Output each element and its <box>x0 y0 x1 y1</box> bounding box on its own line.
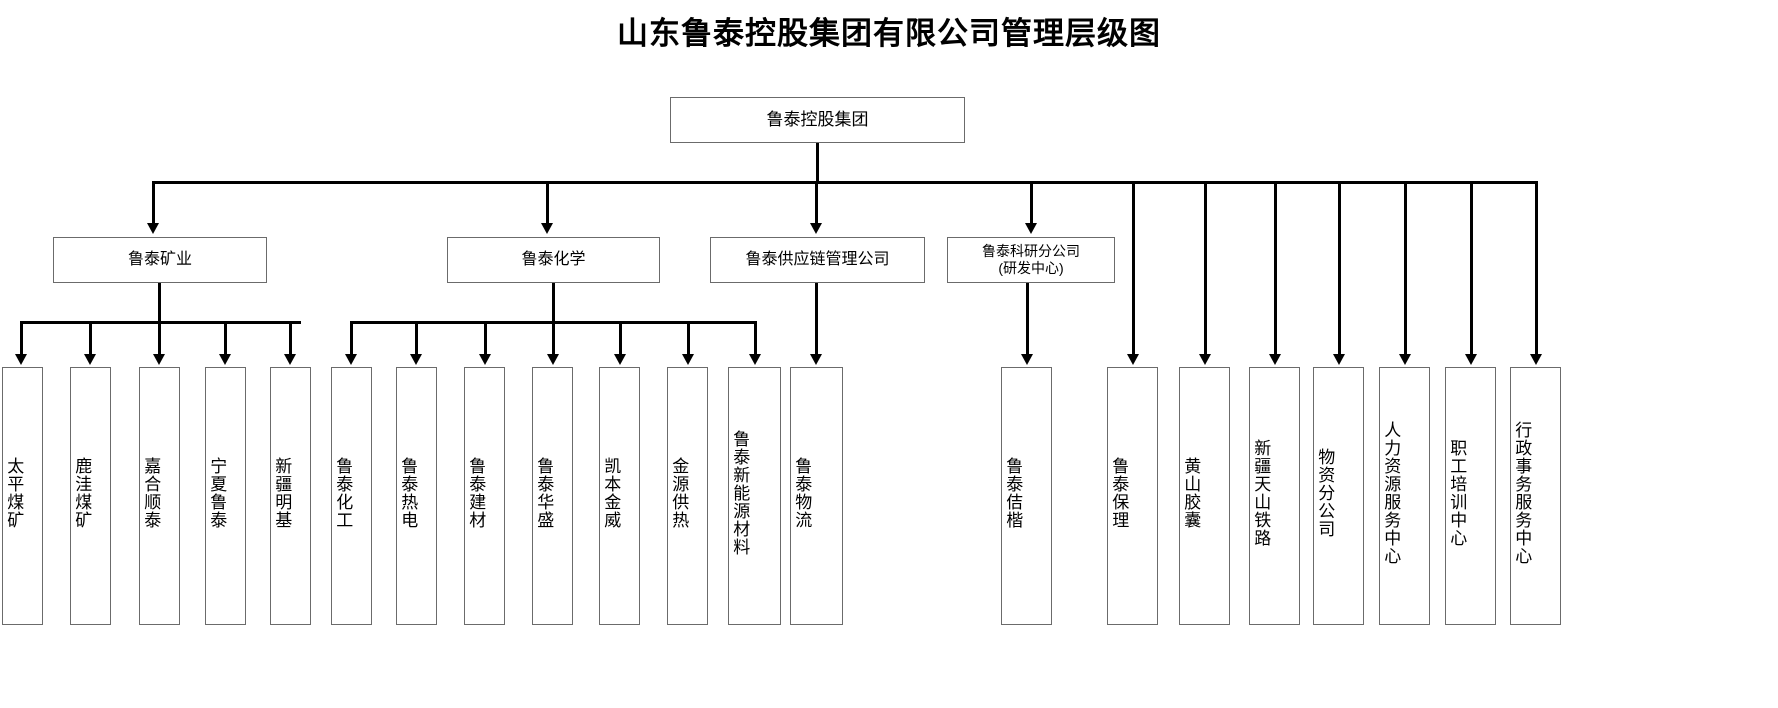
arrow-down-icon-mining-4 <box>284 354 296 365</box>
node-leaf-admin-service-center[interactable]: 行政事务服务中心 <box>1510 367 1561 625</box>
arrow-down-icon-chemical-1 <box>410 354 422 365</box>
connector-chemical-drop-5 <box>687 321 690 354</box>
arrow-down-icon-direct-0 <box>1021 354 1033 365</box>
node-leaf-xinjiang-mingji[interactable]: 新疆明基 <box>270 367 311 625</box>
node-leaf-kaiben-jinwei[interactable]: 凯本金威 <box>599 367 640 625</box>
arrow-down-icon-chemical <box>541 223 553 234</box>
connector-drop-supply <box>815 181 818 223</box>
arrow-down-icon-supply-0 <box>810 354 822 365</box>
connector-chemical-drop-2 <box>484 321 487 354</box>
connector-mining-stem <box>158 283 161 321</box>
connector-drop-chemical <box>546 181 549 223</box>
connector-direct-drop-3 <box>1274 181 1277 354</box>
arrow-down-icon-supply <box>810 223 822 234</box>
node-leaf-jiaheshuntai[interactable]: 嘉合顺泰 <box>139 367 180 625</box>
connector-mining-drop-1 <box>89 321 92 354</box>
connector-chemical-drop-0 <box>350 321 353 354</box>
connector-root-stem <box>816 143 819 181</box>
page-title: 山东鲁泰控股集团有限公司管理层级图 <box>617 16 1161 52</box>
connector-direct-drop-2 <box>1204 181 1207 354</box>
connector-chemical-drop-1 <box>415 321 418 354</box>
node-leaf-staff-training-center[interactable]: 职工培训中心 <box>1445 367 1496 625</box>
node-mining[interactable]: 鲁泰矿业 <box>53 237 267 283</box>
node-leaf-lutai-thermal[interactable]: 鲁泰热电 <box>396 367 437 625</box>
arrow-down-icon-chemical-3 <box>547 354 559 365</box>
arrow-down-icon-direct-3 <box>1269 354 1281 365</box>
node-leaf-luwa-coal[interactable]: 鹿洼煤矿 <box>70 367 111 625</box>
arrow-down-icon-chemical-0 <box>345 354 357 365</box>
arrow-down-icon-chemical-6 <box>749 354 761 365</box>
node-chemical[interactable]: 鲁泰化学 <box>447 237 660 283</box>
connector-direct-drop-6 <box>1470 181 1473 354</box>
connector-chemical-drop-3 <box>552 321 555 354</box>
arrow-down-icon-direct-6 <box>1465 354 1477 365</box>
node-root-group[interactable]: 鲁泰控股集团 <box>670 97 965 143</box>
arrow-down-icon-direct-1 <box>1127 354 1139 365</box>
connector-supply-stem <box>815 283 818 354</box>
arrow-down-icon-mining-3 <box>219 354 231 365</box>
node-leaf-xinjiang-tianshan-railway[interactable]: 新疆天山铁路 <box>1249 367 1300 625</box>
node-supply-chain[interactable]: 鲁泰供应链管理公司 <box>710 237 925 283</box>
node-leaf-taiping-coal[interactable]: 太平煤矿 <box>2 367 43 625</box>
node-leaf-lutai-jiekai[interactable]: 鲁泰佶楷 <box>1001 367 1052 625</box>
connector-chemical-drop-4 <box>619 321 622 354</box>
connector-direct-drop-5 <box>1404 181 1407 354</box>
arrow-down-icon-mining-1 <box>84 354 96 365</box>
connector-drop-research <box>1030 181 1033 223</box>
node-leaf-lutai-new-energy[interactable]: 鲁泰新能源材料 <box>728 367 781 625</box>
connector-direct-drop-1 <box>1132 181 1135 354</box>
node-leaf-lutai-huasheng[interactable]: 鲁泰华盛 <box>532 367 573 625</box>
arrow-down-icon-mining-2 <box>153 354 165 365</box>
node-leaf-materials-branch[interactable]: 物资分公司 <box>1313 367 1364 625</box>
connector-chemical-stem <box>552 283 555 321</box>
node-leaf-hr-service-center[interactable]: 人力资源服务中心 <box>1379 367 1430 625</box>
node-leaf-lutai-chemical[interactable]: 鲁泰化工 <box>331 367 372 625</box>
node-research-branch[interactable]: 鲁泰科研分公司 (研发中心) <box>947 237 1115 283</box>
node-leaf-ningxia-lutai[interactable]: 宁夏鲁泰 <box>205 367 246 625</box>
connector-mining-drop-3 <box>224 321 227 354</box>
arrow-down-icon-direct-5 <box>1399 354 1411 365</box>
connector-mining-drop-4 <box>289 321 292 354</box>
node-leaf-lutai-buildmat[interactable]: 鲁泰建材 <box>464 367 505 625</box>
node-leaf-huangshan-capsule[interactable]: 黄山胶囊 <box>1179 367 1230 625</box>
connector-drop-mining <box>152 181 155 223</box>
arrow-down-icon-mining-0 <box>15 354 27 365</box>
node-leaf-lutai-logistics[interactable]: 鲁泰物流 <box>790 367 843 625</box>
node-leaf-lutai-baoli[interactable]: 鲁泰保理 <box>1107 367 1158 625</box>
connector-direct-drop-7 <box>1535 181 1538 354</box>
arrow-down-icon-research <box>1025 223 1037 234</box>
connector-direct-drop-4 <box>1338 181 1341 354</box>
arrow-down-icon-chemical-4 <box>614 354 626 365</box>
arrow-down-icon-mining <box>147 223 159 234</box>
connector-level2-bus <box>152 181 1538 184</box>
arrow-down-icon-direct-4 <box>1333 354 1345 365</box>
node-leaf-jinyuan-heating[interactable]: 金源供热 <box>667 367 708 625</box>
arrow-down-icon-direct-2 <box>1199 354 1211 365</box>
connector-mining-drop-2 <box>158 321 161 354</box>
arrow-down-icon-chemical-5 <box>682 354 694 365</box>
connector-direct-drop-0 <box>1026 283 1029 354</box>
connector-chemical-drop-6 <box>754 321 757 354</box>
connector-mining-drop-0 <box>20 321 23 354</box>
arrow-down-icon-chemical-2 <box>479 354 491 365</box>
arrow-down-icon-direct-7 <box>1530 354 1542 365</box>
